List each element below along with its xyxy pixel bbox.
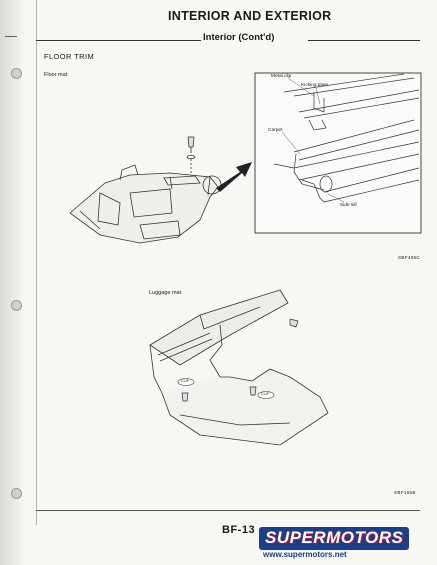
punch-hole xyxy=(11,488,22,499)
callout-metal-clip: Metal clip xyxy=(271,74,292,79)
clip-label: CLIP xyxy=(261,392,269,396)
binding-line xyxy=(36,0,37,525)
arrow-icon xyxy=(216,162,252,192)
punch-hole xyxy=(11,300,22,311)
watermark-url: www.supermotors.net xyxy=(263,550,347,559)
page-subtitle: Interior (Cont'd) xyxy=(203,32,275,43)
watermark-logo: SUPERMOTORS xyxy=(259,527,410,550)
binder-edge xyxy=(0,0,24,565)
figure-ref: SBF406C xyxy=(398,255,421,260)
luggage-mat-drawing xyxy=(149,289,329,446)
callout-kicking-plate: Kicking plate xyxy=(301,83,329,88)
clip-label: CLIP xyxy=(181,379,189,383)
section-heading: FLOOR TRIM xyxy=(44,52,95,61)
watermark: SUPERMOTORS www.supermotors.net xyxy=(255,527,433,561)
callout-carpet: Carpet xyxy=(268,128,283,133)
punch-hole xyxy=(11,68,22,79)
margin-mark xyxy=(5,36,17,37)
figure-ref: SBF165B xyxy=(394,490,416,495)
subtitle-rule xyxy=(36,40,201,41)
callout-side-sill: Side sill xyxy=(340,203,357,208)
floor-mat-drawing xyxy=(69,136,222,244)
side-sill-detail-drawing xyxy=(254,72,422,234)
page-title: INTERIOR AND EXTERIOR xyxy=(168,9,332,23)
subtitle-rule xyxy=(308,40,420,41)
luggage-mat-label: Luggage mat xyxy=(149,290,182,296)
footer-rule xyxy=(36,510,420,511)
floor-mat-label: Floor mat xyxy=(44,72,68,78)
page-number: BF-13 xyxy=(222,524,256,536)
